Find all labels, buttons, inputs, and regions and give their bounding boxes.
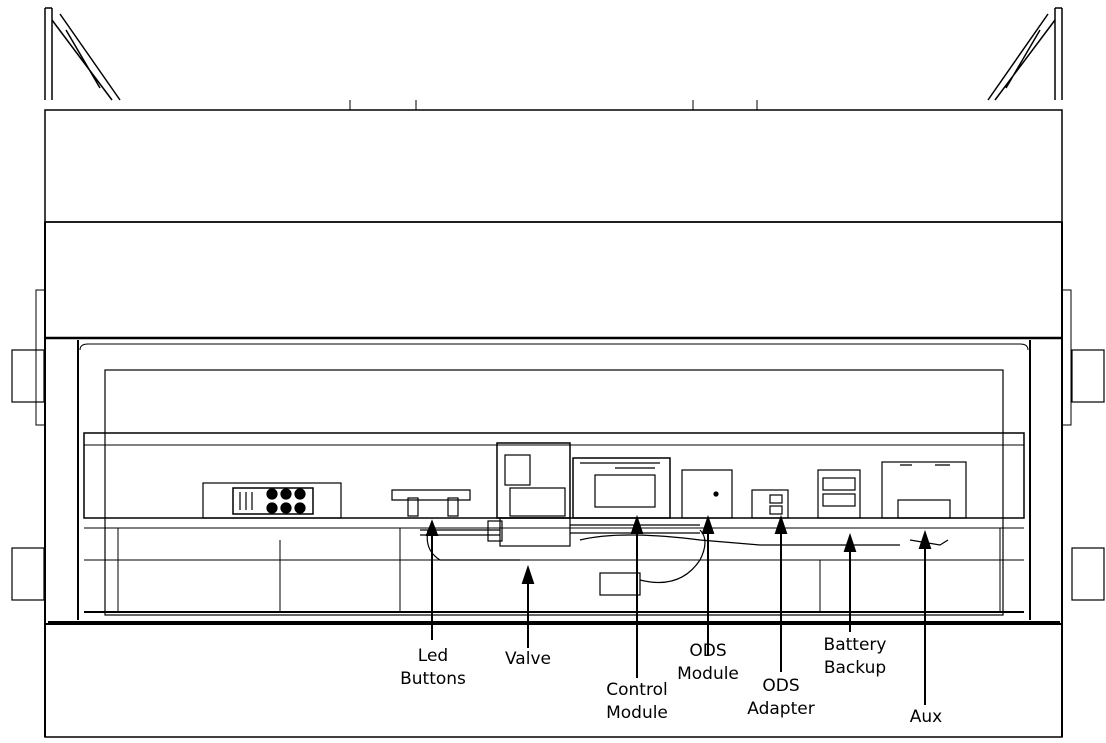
aux-box: [881, 461, 967, 519]
label-control-module-line1: Control: [606, 680, 667, 700]
control-module-box: [572, 457, 671, 519]
right-side-flange: [1061, 289, 1072, 426]
label-ods-adapter-line2: Adapter: [747, 699, 814, 719]
left-upper-bracket: [11, 349, 45, 403]
label-aux: Aux: [910, 707, 942, 727]
valve-housing: [496, 442, 571, 519]
label-battery-backup-line2: Backup: [824, 658, 886, 678]
valve-body: [499, 517, 571, 547]
left-side-flange: [35, 289, 46, 426]
label-valve: Valve: [505, 649, 551, 669]
top-tabs: [349, 100, 758, 110]
label-led-buttons-line2: Buttons: [400, 669, 466, 689]
left-top-post: [44, 7, 53, 100]
front-frame: [44, 221, 1063, 738]
left-lower-bracket: [11, 547, 45, 601]
right-lower-bracket: [1071, 547, 1105, 601]
right-top-post: [1054, 7, 1063, 100]
component-shelf: [83, 432, 1025, 519]
fireplace-body: [11, 7, 1105, 738]
top-hood: [44, 109, 1063, 223]
callout-labels: Led Buttons Valve Control Module ODS Mod…: [400, 635, 942, 727]
label-ods-adapter-line1: ODS: [762, 676, 799, 696]
right-top-brace: [987, 13, 1056, 101]
label-control-module-line2: Module: [606, 703, 668, 723]
label-ods-module-line1: ODS: [689, 641, 726, 661]
label-ods-module-line2: Module: [677, 664, 739, 684]
label-battery-backup-line1: Battery: [824, 635, 887, 655]
components: [202, 442, 967, 596]
firebox-back-panel: [104, 369, 1004, 616]
left-top-brace: [51, 13, 121, 101]
callout-arrows: [425, 514, 932, 705]
ods-adapter-box: [751, 489, 789, 519]
right-upper-bracket: [1071, 349, 1105, 403]
led-bracket: [391, 489, 471, 501]
battery-backup-box: [817, 469, 861, 519]
ods-module-box: [681, 469, 733, 519]
led-button-panel: [202, 482, 342, 519]
label-led-buttons-line1: Led: [418, 646, 448, 666]
gas-fitting: [599, 572, 641, 596]
